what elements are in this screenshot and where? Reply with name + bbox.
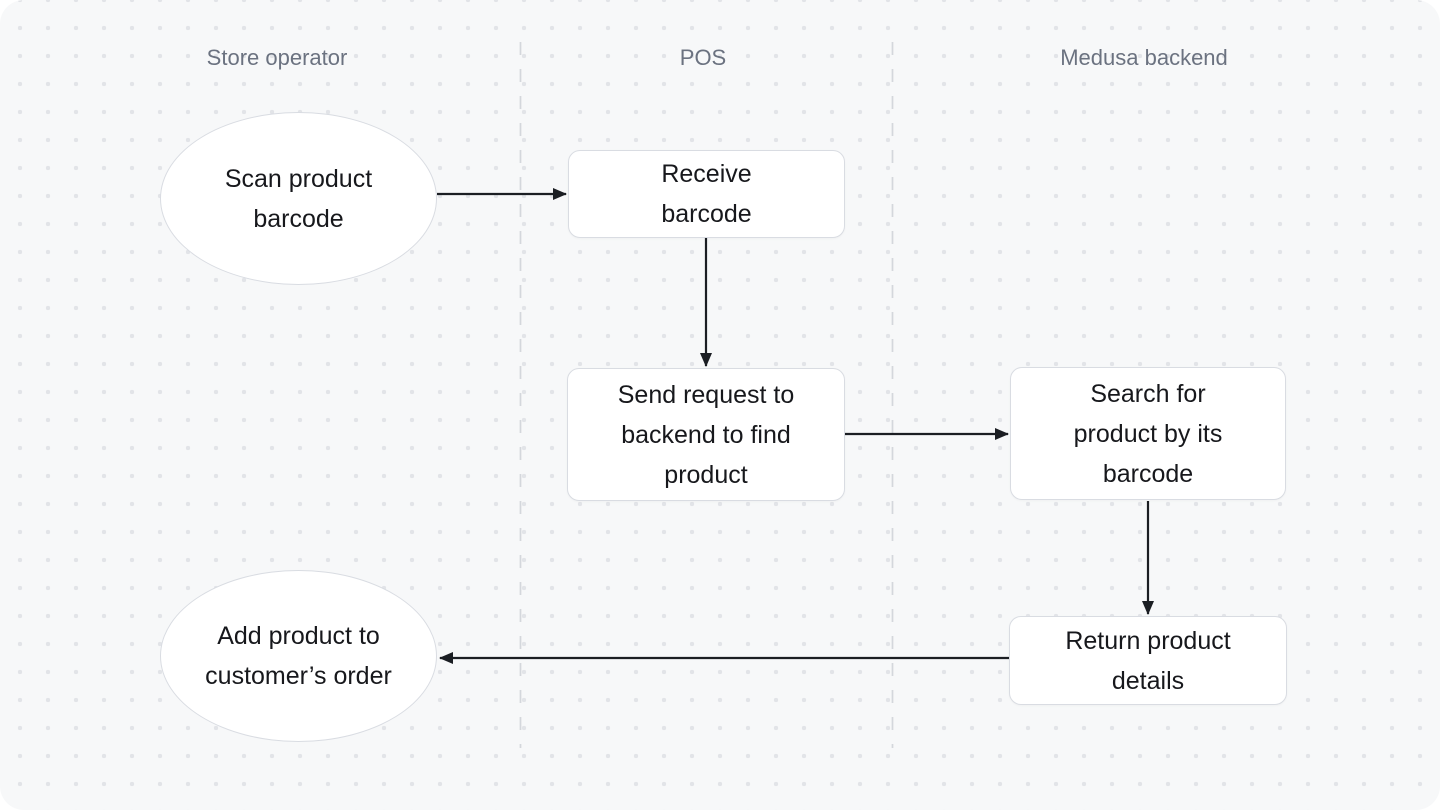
lane-label-store-operator: Store operator: [206, 45, 348, 70]
node-label: Receive barcode: [661, 160, 752, 228]
node-receive-barcode: Receive barcode: [568, 150, 845, 238]
lane-label-medusa-backend: Medusa backend: [1060, 45, 1228, 70]
node-label: Scan product barcode: [224, 164, 373, 233]
node-send-request-to-backend: Send request to backend to find product: [567, 368, 845, 501]
node-search-product-by-barcode: Search for product by its barcode: [1010, 367, 1286, 500]
node-label: Add product to customer’s order: [205, 622, 392, 690]
lane-label-pos: POS: [679, 45, 727, 70]
node-return-product-details: Return product details: [1009, 616, 1287, 705]
node-scan-product-barcode: Scan product barcode: [160, 112, 437, 285]
node-label: Send request to backend to find product: [617, 380, 795, 489]
node-label: Return product details: [1065, 626, 1231, 695]
node-add-product-to-order: Add product to customer’s order: [160, 570, 437, 742]
node-label: Search for product by its barcode: [1073, 379, 1223, 488]
